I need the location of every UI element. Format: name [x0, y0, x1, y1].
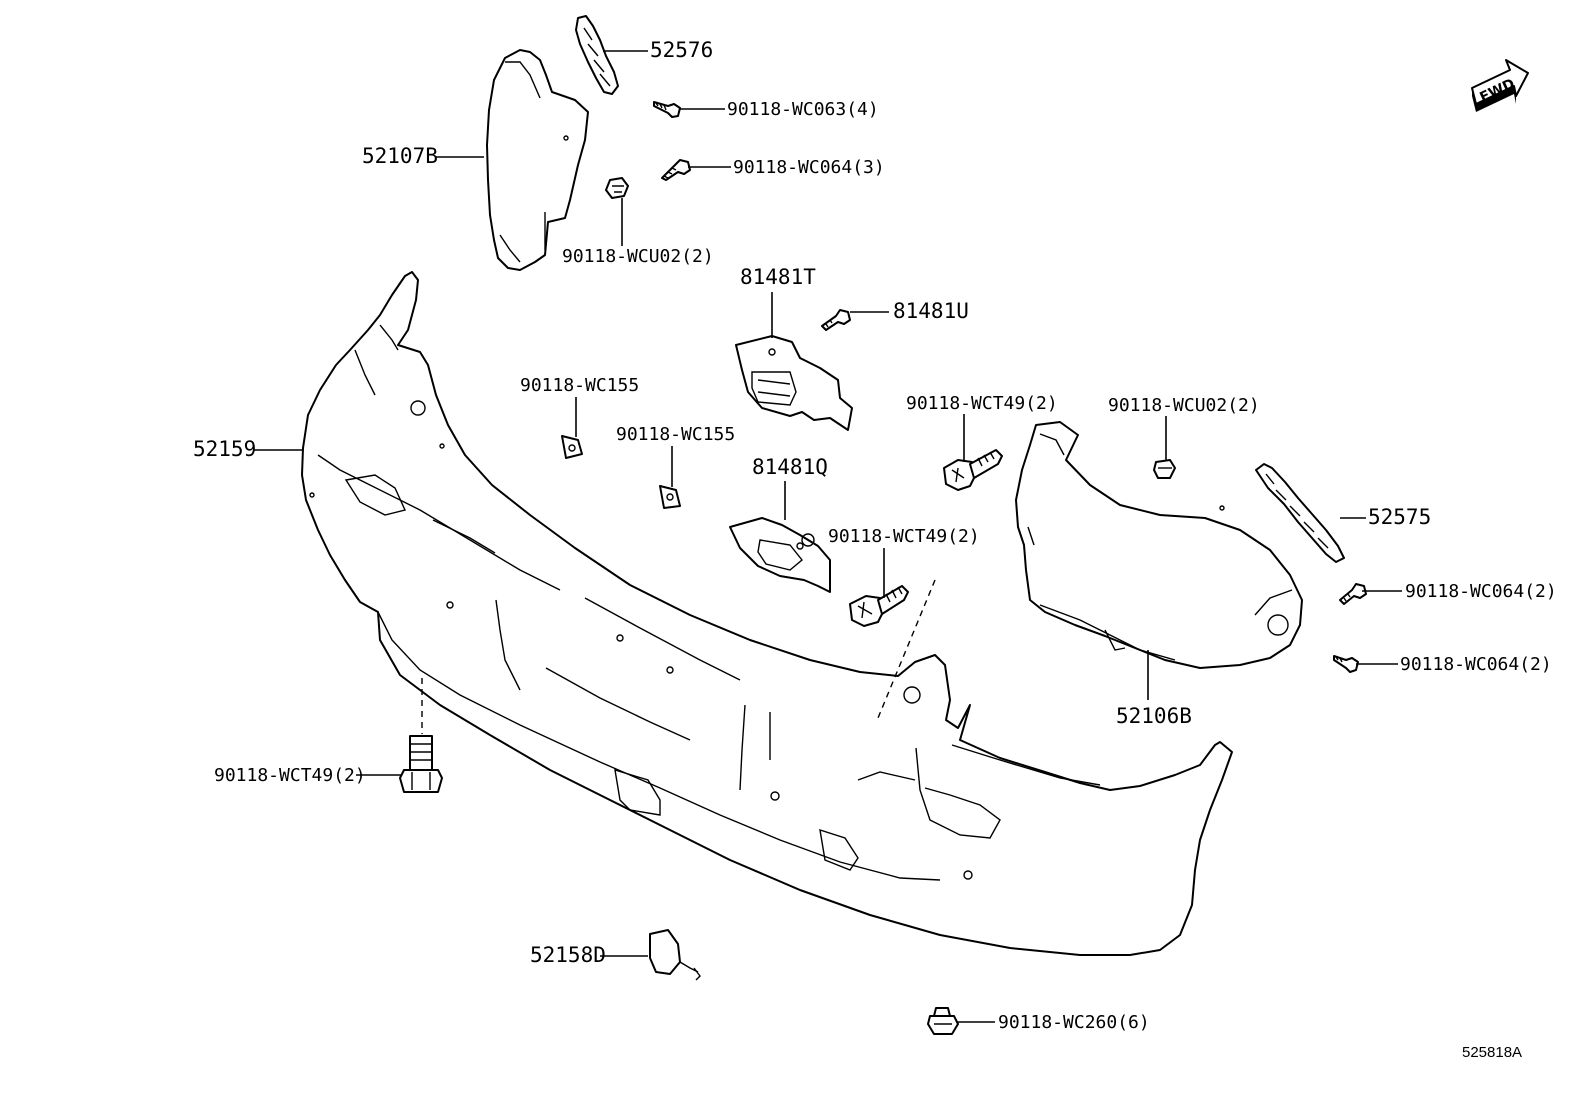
label-81481q: 81481Q [752, 455, 828, 479]
screw-81481u-icon [821, 309, 851, 331]
label-90118-wc155-b: 90118-WC155 [616, 424, 735, 445]
bolt-wct49-c-icon [399, 678, 443, 793]
rear-bumper-cover-52159 [301, 271, 1233, 956]
label-90118-wcu02-b: 90118-WCU02(2) [1108, 395, 1260, 416]
label-52158d: 52158D [530, 943, 606, 967]
label-90118-wc260: 90118-WC260(6) [998, 1012, 1150, 1033]
label-81481u: 81481U [893, 299, 969, 323]
label-90118-wc064-2b: 90118-WC064(2) [1400, 654, 1552, 675]
fwd-arrow-icon: FWD [1471, 59, 1529, 112]
label-52576: 52576 [650, 38, 713, 62]
clip-wcu02-b-icon [1153, 459, 1176, 479]
screw-wc063-icon [653, 101, 681, 118]
bolt-b-guide-line [877, 579, 936, 719]
clip-wcu02-icon [605, 177, 629, 199]
label-90118-wc064-3: 90118-WC064(3) [733, 157, 885, 178]
label-90118-wct49-a: 90118-WCT49(2) [906, 393, 1058, 414]
label-81481t: 81481T [740, 265, 816, 289]
label-52575: 52575 [1368, 505, 1431, 529]
side-bracket-right-52106b [1015, 421, 1303, 669]
bolt-wct49-a-icon [943, 449, 1003, 491]
nut-wc155-a-icon [561, 435, 583, 459]
nut-wc155-b-icon [659, 485, 681, 509]
leader-lines [254, 50, 1402, 1023]
label-90118-wc064-2a: 90118-WC064(2) [1405, 581, 1557, 602]
screw-wc064-2b-icon [1333, 655, 1359, 673]
label-90118-wct49-c: 90118-WCT49(2) [214, 765, 366, 786]
retainer-bracket-52576 [575, 15, 619, 95]
cap-52158d-icon [649, 929, 701, 981]
clip-wc260-icon [927, 1007, 959, 1035]
label-90118-wct49-b: 90118-WCT49(2) [828, 526, 980, 547]
label-90118-wc063: 90118-WC063(4) [727, 99, 879, 120]
bolt-wct49-b-icon [849, 585, 909, 627]
label-52107b: 52107B [362, 144, 438, 168]
label-52106b: 52106B [1116, 704, 1192, 728]
screw-wc064-2a-icon [1339, 583, 1367, 605]
side-bracket-left-52107b [486, 49, 589, 271]
label-52159: 52159 [193, 437, 256, 461]
label-90118-wcu02-a: 90118-WCU02(2) [562, 246, 714, 267]
figure-id: 525818A [1462, 1044, 1522, 1061]
retainer-bracket-52575 [1255, 463, 1345, 563]
label-90118-wc155-a: 90118-WC155 [520, 375, 639, 396]
bracket-81481t [735, 335, 853, 431]
screw-wc064-icon [661, 159, 691, 181]
bracket-81481q [729, 517, 831, 593]
